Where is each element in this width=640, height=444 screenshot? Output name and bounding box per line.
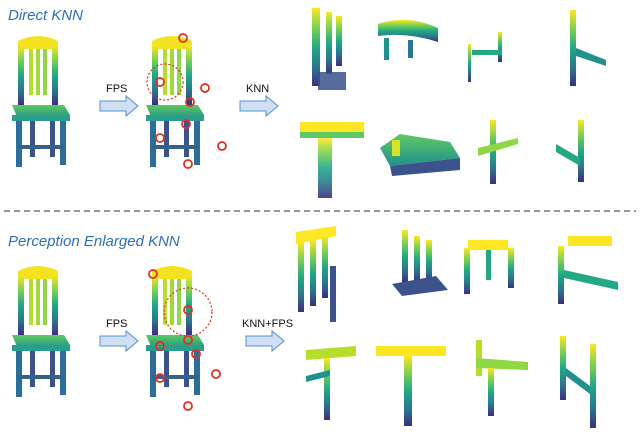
patch <box>464 240 514 294</box>
fps-sample-markers <box>146 33 227 169</box>
bottom-section-title: Perception Enlarged KNN <box>8 233 180 250</box>
patch <box>476 340 528 416</box>
chair-point-cloud-original <box>12 36 70 167</box>
patch <box>300 122 364 198</box>
fps-arrow <box>99 330 139 352</box>
local-patches-bottom-row2 <box>306 336 596 428</box>
fps-sample-markers <box>148 269 221 411</box>
chair-point-cloud-sampled <box>146 36 204 167</box>
patch <box>560 336 596 428</box>
patch <box>570 10 606 86</box>
local-patches-bottom-row1 <box>296 226 618 322</box>
patch <box>478 120 518 184</box>
patch <box>378 19 438 60</box>
patch <box>380 134 460 176</box>
patch <box>468 32 502 82</box>
chair-point-cloud-sampled <box>146 266 204 397</box>
patch <box>558 236 618 304</box>
knn-neighborhood-circle <box>146 63 184 101</box>
enlarged-neighborhood-circle <box>163 287 213 337</box>
patch <box>296 226 336 322</box>
patch <box>556 120 584 182</box>
knn-arrow-label: KNN <box>246 83 269 95</box>
knn-fps-arrow-label: KNN+FPS <box>242 318 293 330</box>
local-patches-top-row2 <box>300 120 584 198</box>
fps-arrow-label: FPS <box>106 318 127 330</box>
knn-fps-arrow <box>245 330 285 352</box>
local-patches-top-row1 <box>312 8 606 90</box>
top-section-title: Direct KNN <box>8 7 83 24</box>
patch <box>376 346 446 426</box>
knn-arrow <box>239 95 279 117</box>
fps-arrow <box>99 95 139 117</box>
patch <box>312 8 346 90</box>
patch <box>306 346 356 420</box>
fps-arrow-label: FPS <box>106 83 127 95</box>
patch <box>392 230 448 296</box>
chair-point-cloud-original <box>12 266 70 397</box>
